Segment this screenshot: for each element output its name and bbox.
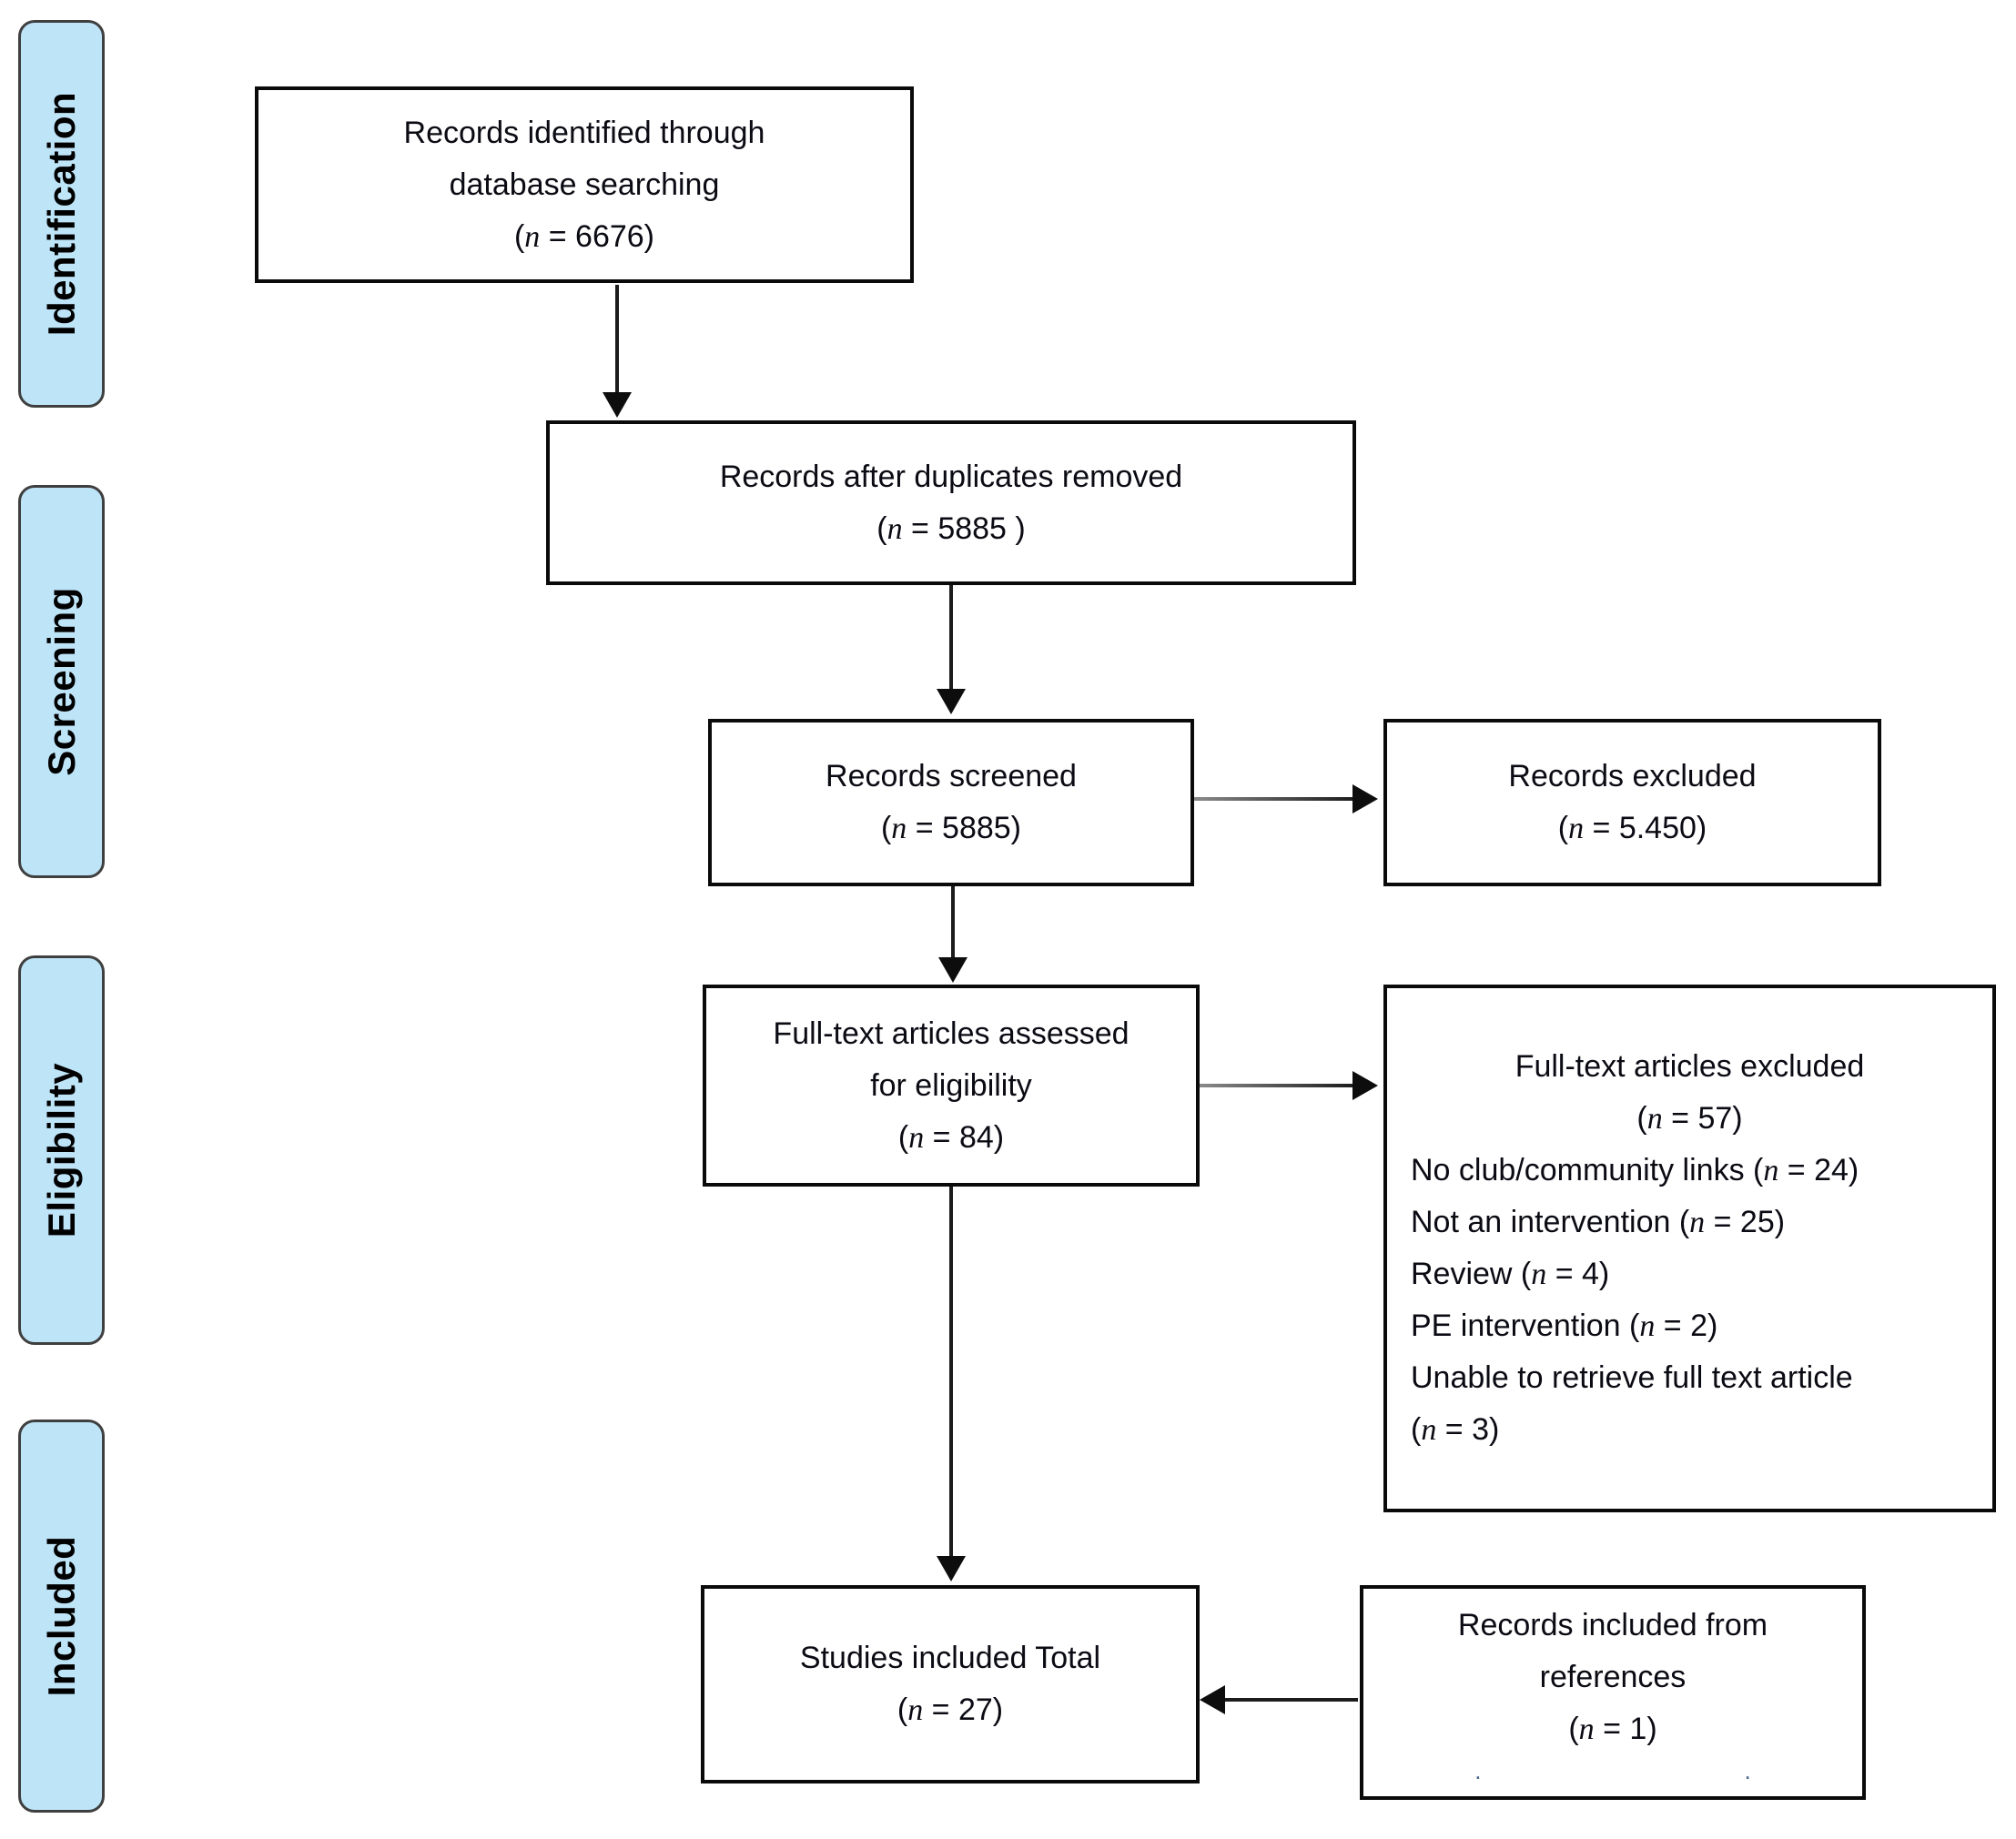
box-text-line: (n = 84) bbox=[897, 1119, 1005, 1155]
box-text-line: (n = 5885) bbox=[880, 811, 1022, 845]
arrow-stem bbox=[615, 285, 619, 392]
stage-identification: Identification bbox=[18, 20, 105, 408]
box-text-line: Records included from bbox=[1457, 1607, 1768, 1642]
box-records-from-references: Records included from references (n = 1) . … bbox=[1360, 1585, 1866, 1800]
stage-screening-label: Screening bbox=[39, 587, 83, 776]
box-text-line: (n = 5.450) bbox=[1557, 811, 1707, 845]
arrow-head-right-icon bbox=[1352, 1071, 1378, 1100]
box-text-line: PE intervention (n = 2) bbox=[1411, 1309, 1718, 1343]
stage-identification-label: Identification bbox=[39, 91, 83, 337]
arrow-head-down-icon bbox=[937, 1556, 966, 1581]
stage-eligibility-label: Eligibility bbox=[39, 1062, 83, 1238]
box-text-line: Not an intervention (n = 25) bbox=[1411, 1205, 1786, 1239]
box-records-screened: Records screened (n = 5885) bbox=[708, 719, 1194, 886]
arrow-stem bbox=[949, 1187, 953, 1558]
arrow-stem bbox=[949, 585, 953, 691]
box-records-identified: Records identified through database searc… bbox=[255, 86, 914, 283]
arrow-head-down-icon bbox=[938, 957, 967, 983]
box-studies-included: Studies included Total (n = 27) bbox=[701, 1585, 1200, 1783]
arrow-stem bbox=[1194, 797, 1354, 801]
stage-included-label: Included bbox=[39, 1535, 83, 1697]
arrow-stem bbox=[1225, 1698, 1358, 1702]
box-text-line: Unable to retrieve full text article bbox=[1411, 1360, 1853, 1395]
box-text-line: . . bbox=[1474, 1756, 1751, 1784]
arrow-stem bbox=[951, 886, 955, 959]
box-text-line: database searching bbox=[449, 167, 720, 202]
box-text-line: Full-text articles assessed bbox=[773, 1015, 1130, 1051]
arrow-head-left-icon bbox=[1200, 1685, 1225, 1714]
arrow-head-down-icon bbox=[603, 392, 632, 418]
box-records-after-duplicates: Records after duplicates removed (n = 588… bbox=[546, 420, 1356, 585]
box-text-line: for eligibility bbox=[870, 1067, 1032, 1103]
box-text-line: No club/community links (n = 24) bbox=[1411, 1153, 1859, 1187]
box-text-line: Records screened bbox=[826, 759, 1077, 793]
box-text-line: references bbox=[1539, 1659, 1687, 1694]
box-text-line: Records excluded bbox=[1508, 759, 1757, 793]
box-text-line: Records identified through bbox=[403, 115, 765, 150]
box-records-excluded: Records excluded (n = 5.450) bbox=[1383, 719, 1881, 886]
box-text-line: Studies included Total bbox=[799, 1641, 1101, 1675]
box-text-line: (n = 1) bbox=[1568, 1711, 1657, 1746]
box-text-line: (n = 3) bbox=[1411, 1412, 1500, 1447]
stage-included: Included bbox=[18, 1420, 105, 1813]
arrow-head-right-icon bbox=[1352, 784, 1378, 813]
box-text-line: (n = 57) bbox=[1636, 1101, 1743, 1136]
box-text-line: (n = 5885 ) bbox=[876, 510, 1026, 546]
arrow-head-down-icon bbox=[937, 689, 966, 714]
box-fulltext-excluded: Full-text articles excluded (n = 57) No cl… bbox=[1383, 985, 1996, 1512]
box-text-line: Full-text articles excluded bbox=[1515, 1049, 1865, 1084]
box-text-line: Records after duplicates removed bbox=[719, 459, 1183, 494]
box-fulltext-assessed: Full-text articles assessed for eligibili… bbox=[703, 985, 1200, 1187]
stage-eligibility: Eligibility bbox=[18, 955, 105, 1345]
box-text-line: Review (n = 4) bbox=[1411, 1257, 1610, 1291]
stage-screening: Screening bbox=[18, 485, 105, 878]
arrow-stem bbox=[1200, 1084, 1354, 1087]
box-text-line: (n = 6676) bbox=[513, 218, 655, 254]
box-text-line: (n = 27) bbox=[897, 1692, 1004, 1727]
